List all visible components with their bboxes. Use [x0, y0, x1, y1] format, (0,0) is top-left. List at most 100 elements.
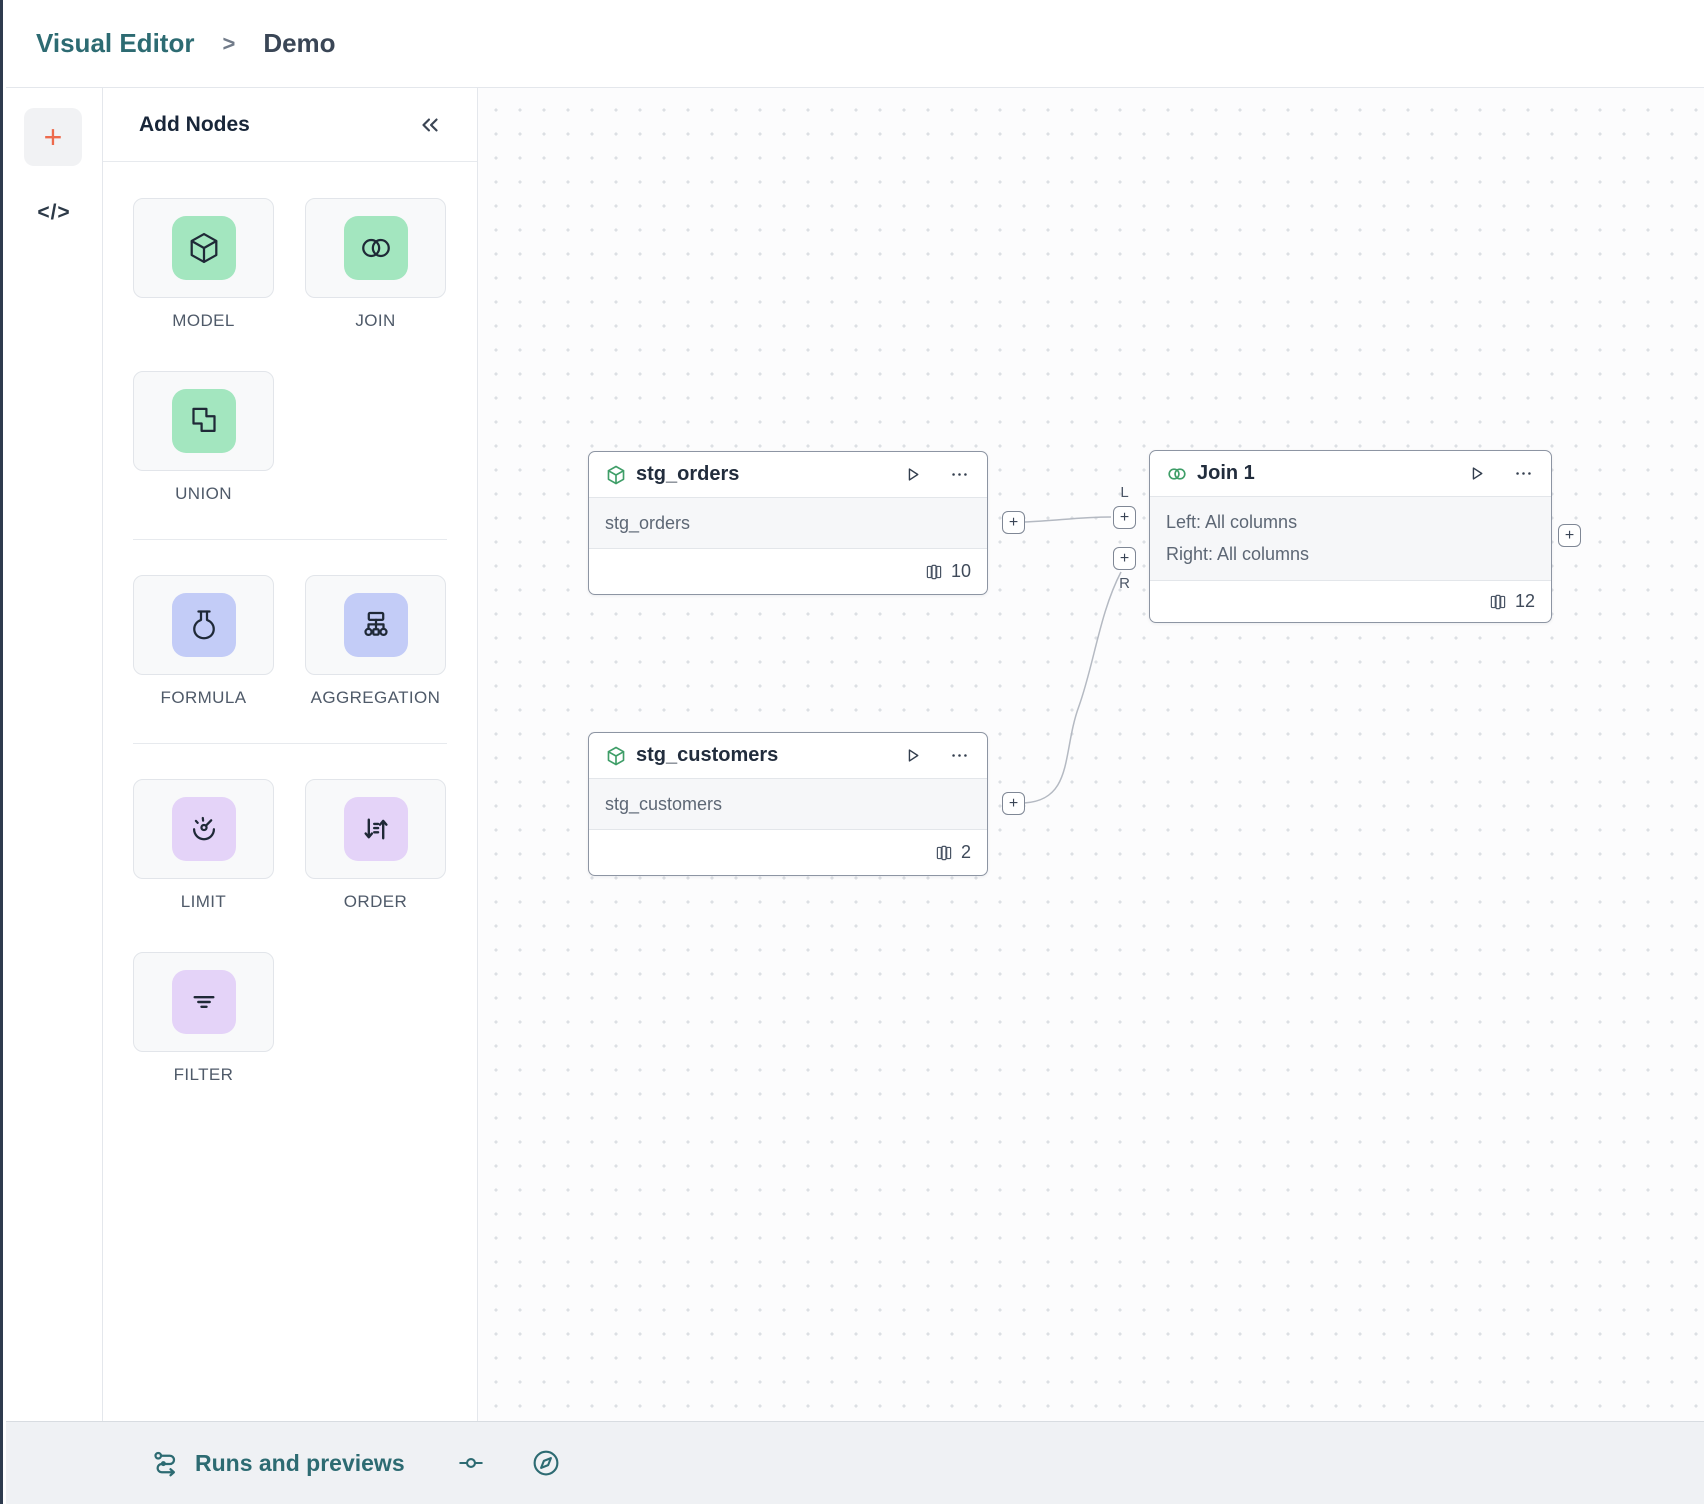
sort-arrows-icon: [343, 797, 408, 861]
add-nodes-header: Add Nodes: [103, 88, 477, 162]
panel-title: Add Nodes: [139, 112, 250, 136]
column-count: 12: [1514, 591, 1535, 611]
join-left-input-handle[interactable]: +: [1113, 506, 1136, 529]
palette-order-button[interactable]: [305, 779, 446, 879]
hierarchy-icon: [343, 593, 408, 657]
collapse-panel-button[interactable]: [417, 112, 443, 138]
palette-item-filter: FILTER: [133, 952, 274, 1085]
node-palette: MODEL JOIN: [103, 162, 477, 1085]
palette-item-union: UNION: [133, 371, 274, 504]
play-icon: [902, 464, 923, 485]
commit-history-button[interactable]: [457, 1449, 485, 1477]
join-circles-icon: [343, 216, 408, 280]
node-menu-button[interactable]: [948, 744, 971, 767]
columns-icon: [925, 563, 943, 581]
node-join-body: Left: All columns Right: All columns: [1150, 496, 1551, 581]
flow-canvas[interactable]: stg_orders stg_orders: [478, 88, 1704, 1421]
column-count: 10: [950, 561, 971, 581]
run-node-button[interactable]: [900, 462, 925, 487]
stg-orders-output-handle[interactable]: +: [1002, 511, 1025, 534]
ellipsis-icon: [950, 465, 969, 484]
model-cube-icon: [605, 464, 627, 486]
filter-lines-icon: [171, 970, 236, 1034]
add-nodes-panel: Add Nodes: [103, 88, 478, 1421]
palette-item-model: MODEL: [133, 198, 274, 331]
node-menu-button[interactable]: [1512, 462, 1535, 485]
node-footer: 2: [589, 830, 987, 875]
navigate-button[interactable]: [531, 1448, 561, 1478]
palette-union-label: UNION: [175, 484, 232, 503]
breadcrumb-separator: >: [222, 30, 236, 56]
column-count: 2: [960, 842, 971, 862]
palette-limit-label: LIMIT: [180, 892, 227, 911]
union-shapes-icon: [171, 389, 236, 453]
bottom-bar: Runs and previews: [6, 1421, 1704, 1504]
columns-icon: [935, 844, 953, 862]
node-stg-orders[interactable]: stg_orders stg_orders: [588, 451, 988, 595]
run-node-button[interactable]: [1464, 461, 1489, 486]
palette-divider: [133, 743, 447, 744]
node-footer: 12: [1150, 581, 1551, 622]
palette-item-aggregation: AGGREGATION: [305, 575, 446, 708]
breadcrumb: Visual Editor > Demo: [6, 0, 1704, 88]
palette-model-button[interactable]: [133, 198, 274, 298]
join-left-config: Left: All columns: [1166, 512, 1298, 532]
join-right-handle-label: R: [1119, 575, 1130, 592]
ellipsis-icon: [1514, 464, 1533, 483]
play-icon: [902, 745, 923, 766]
breadcrumb-visual-editor[interactable]: Visual Editor: [36, 28, 195, 58]
palette-model-label: MODEL: [172, 311, 235, 330]
join-left-handle-label: L: [1120, 484, 1129, 501]
node-menu-button[interactable]: [948, 463, 971, 486]
left-mini-toolbar: + </>: [6, 88, 103, 1421]
palette-filter-label: FILTER: [173, 1065, 234, 1084]
node-title: Join 1: [1197, 462, 1255, 484]
node-title: stg_customers: [636, 744, 779, 766]
palette-item-order: ORDER: [305, 779, 446, 912]
stg-customers-output-handle[interactable]: +: [1002, 792, 1025, 815]
runs-and-previews-label: Runs and previews: [195, 1449, 405, 1476]
git-commit-icon: [457, 1449, 485, 1477]
palette-divider: [133, 539, 447, 540]
palette-join-label: JOIN: [355, 311, 396, 330]
palette-formula-label: FORMULA: [160, 688, 247, 707]
node-stg-customers[interactable]: stg_customers stg_customers: [588, 732, 988, 876]
pipeline-route-icon: [151, 1448, 181, 1478]
palette-formula-button[interactable]: [133, 575, 274, 675]
join-right-input-handle[interactable]: +: [1113, 547, 1136, 570]
node-stg-orders-header: stg_orders: [589, 452, 987, 497]
chevrons-left-icon: [417, 112, 443, 138]
flask-icon: [171, 593, 236, 657]
runs-and-previews-button[interactable]: Runs and previews: [151, 1448, 405, 1478]
palette-item-limit: LIMIT: [133, 779, 274, 912]
run-node-button[interactable]: [900, 743, 925, 768]
node-footer: 10: [589, 549, 987, 594]
palette-limit-button[interactable]: [133, 779, 274, 879]
play-icon: [1466, 463, 1487, 484]
node-join-header: Join 1: [1150, 451, 1551, 496]
node-join-1[interactable]: Join 1 Left: All columns Right: All colu…: [1149, 450, 1552, 623]
ellipsis-icon: [950, 746, 969, 765]
node-subtitle: stg_customers: [589, 778, 987, 830]
palette-join-button[interactable]: [305, 198, 446, 298]
node-stg-customers-header: stg_customers: [589, 733, 987, 778]
breadcrumb-current-demo: Demo: [263, 28, 336, 58]
model-cube-icon: [605, 745, 627, 767]
add-button[interactable]: +: [24, 108, 82, 166]
compass-icon: [531, 1448, 561, 1478]
join-output-handle[interactable]: +: [1558, 524, 1581, 547]
cube-icon: [171, 216, 236, 280]
join-right-config: Right: All columns: [1166, 544, 1310, 564]
palette-order-label: ORDER: [343, 892, 408, 911]
palette-aggregation-label: AGGREGATION: [310, 688, 441, 707]
code-view-button[interactable]: </>: [31, 196, 77, 230]
palette-union-button[interactable]: [133, 371, 274, 471]
palette-item-join: JOIN: [305, 198, 446, 331]
palette-filter-button[interactable]: [133, 952, 274, 1052]
node-subtitle: stg_orders: [589, 497, 987, 549]
gauge-icon: [171, 797, 236, 861]
palette-aggregation-button[interactable]: [305, 575, 446, 675]
node-title: stg_orders: [636, 463, 740, 485]
palette-item-formula: FORMULA: [133, 575, 274, 708]
columns-icon: [1489, 593, 1507, 611]
